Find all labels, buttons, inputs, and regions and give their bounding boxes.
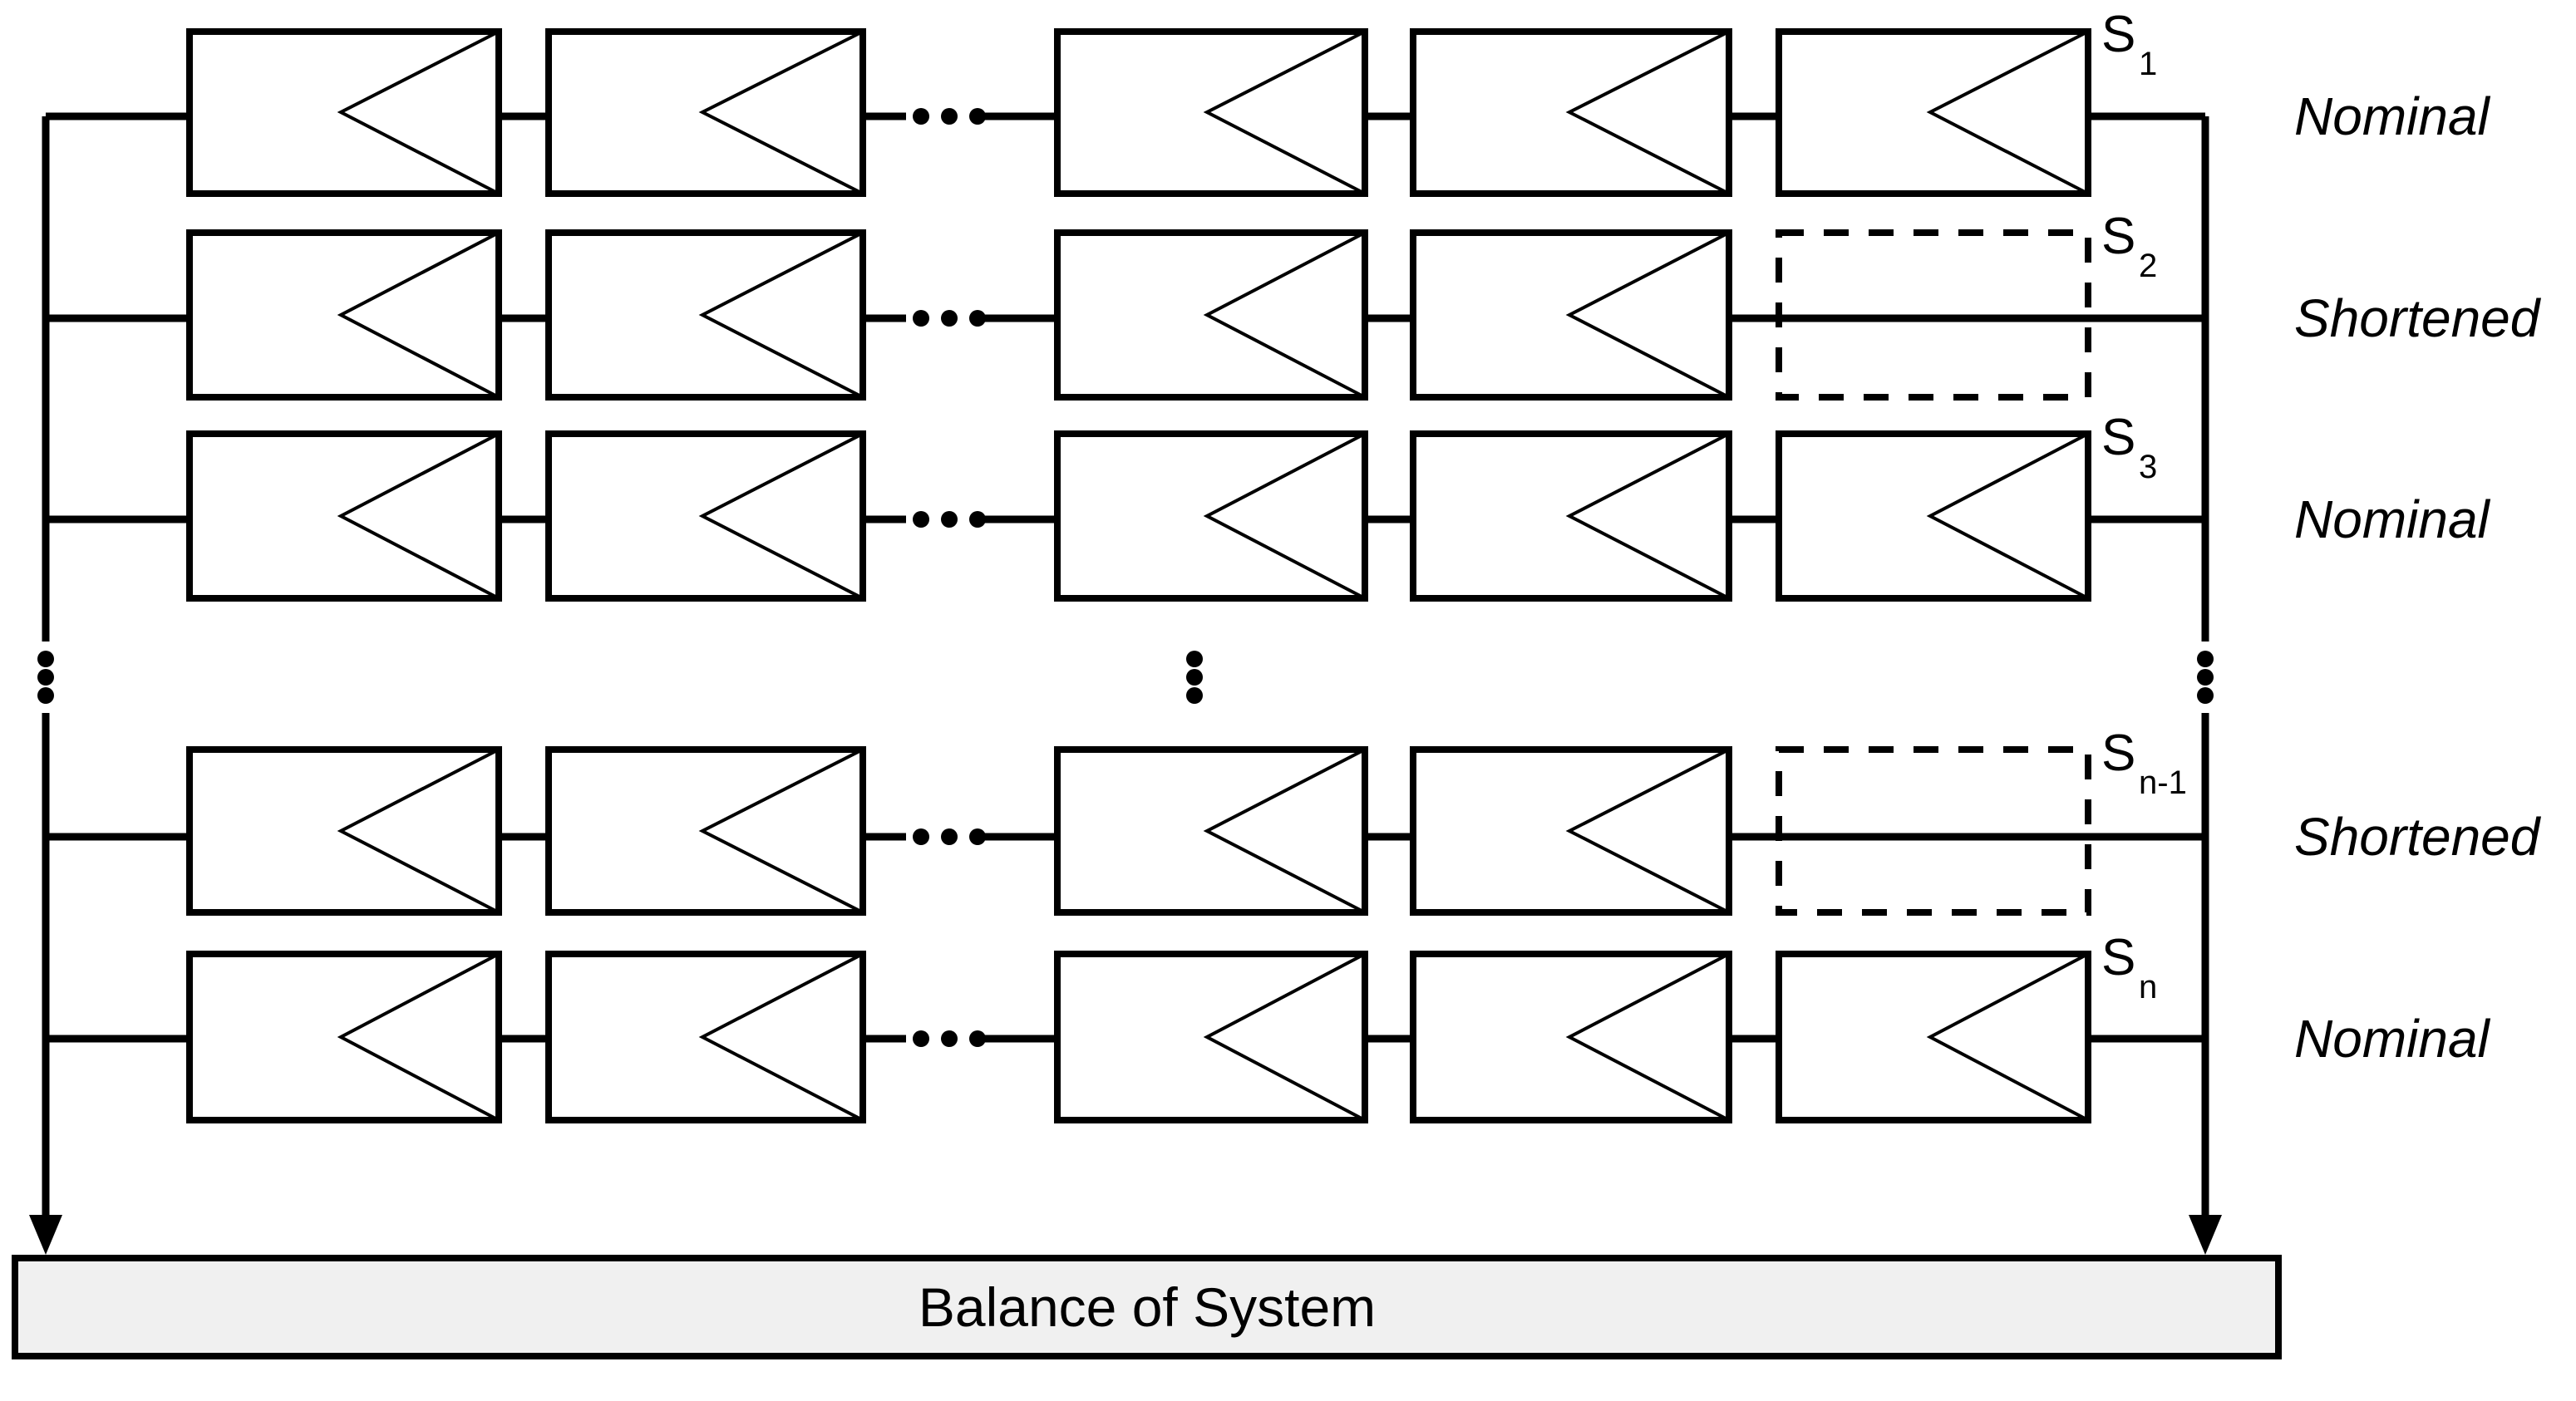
module-s2-1[interactable] [186,229,502,401]
row-s2-horizontal-ellipsis [913,310,986,327]
module-sn-1-3[interactable] [1054,746,1368,916]
string-label-sn-1-subscript: n-1 [2139,764,2187,801]
string-label-s1-base: S [2101,6,2135,63]
module-s1-1[interactable] [186,28,502,197]
module-s1-2[interactable] [545,28,866,197]
module-s3-1[interactable] [186,430,502,602]
module-sn-4[interactable] [1410,951,1732,1123]
string-label-s3-subscript: 3 [2139,449,2157,485]
state-label-sn-1: Shortened [2294,807,2542,867]
module-s2-3[interactable] [1054,229,1368,401]
string-label-s1-subscript: 1 [2139,46,2157,82]
module-sn-1[interactable] [186,951,502,1123]
module-s1-3[interactable] [1054,28,1368,197]
module-s3-5[interactable] [1776,430,2091,602]
string-label-sn-base: S [2101,929,2135,986]
row-s3-horizontal-ellipsis [913,511,986,528]
string-row-sn: S n Nominal [46,929,2491,1123]
module-s2-4[interactable] [1410,229,1732,401]
module-s2-2[interactable] [545,229,866,401]
balance-of-system-block[interactable]: Balance of System [12,1255,2282,1359]
module-sn-5[interactable] [1776,951,2091,1123]
right-bus [2189,116,2222,1255]
string-label-sn-subscript: n [2139,969,2157,1005]
module-s3-3[interactable] [1054,430,1368,602]
module-s3-4[interactable] [1410,430,1732,602]
state-label-s2: Shortened [2294,288,2542,348]
left-bus-arrowhead [29,1215,62,1255]
state-label-s3: Nominal [2294,489,2491,549]
left-bus-vertical-ellipsis [37,651,54,704]
right-bus-arrowhead [2189,1215,2222,1255]
state-label-sn: Nominal [2294,1009,2491,1069]
row-sn-horizontal-ellipsis [913,1030,986,1047]
module-s1-4[interactable] [1410,28,1732,197]
module-s2-5-missing[interactable] [1776,229,2091,401]
string-row-sn-1: S n-1 Shortened [46,725,2542,916]
string-row-s2: S 2 Shortened [46,208,2542,401]
module-sn-1-4[interactable] [1410,746,1732,916]
module-sn-2[interactable] [545,951,866,1123]
module-s3-2[interactable] [545,430,866,602]
row-sn-1-horizontal-ellipsis [913,828,986,845]
string-row-s3: S 3 Nominal [46,409,2491,602]
state-label-s1: Nominal [2294,86,2491,146]
string-label-sn-1-base: S [2101,725,2135,782]
string-label-s2-subscript: 2 [2139,248,2157,284]
string-row-s1: S 1 Nominal [46,6,2491,197]
string-label-s3-base: S [2101,409,2135,466]
center-vertical-ellipsis [1186,651,1203,704]
right-bus-vertical-ellipsis [2197,651,2214,704]
module-sn-1-2[interactable] [545,746,866,916]
module-sn-1-1[interactable] [186,746,502,916]
balance-of-system-label: Balance of System [919,1276,1376,1338]
module-sn-3[interactable] [1054,951,1368,1123]
left-bus [29,116,62,1255]
string-label-s2-base: S [2101,208,2135,265]
row-s1-horizontal-ellipsis [913,108,986,125]
module-s1-5[interactable] [1776,28,2091,197]
module-sn-1-5-missing[interactable] [1776,746,2091,916]
